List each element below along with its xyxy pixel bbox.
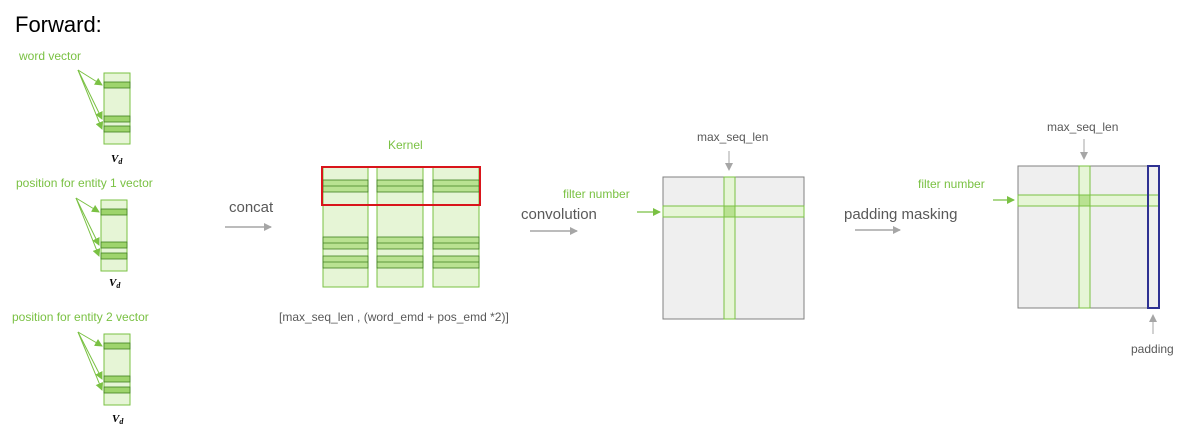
padding-column [1147, 165, 1160, 309]
diagram-title: Forward: [15, 12, 102, 37]
kernel-window [321, 166, 481, 206]
embedding-shape-label: [max_seq_len , (word_emd + pos_emd *2)] [279, 310, 509, 324]
convolution-feature-map [662, 176, 805, 320]
word-vector-group: word vector Vd [18, 49, 131, 166]
position-entity2-label: position for entity 2 vector [12, 310, 149, 324]
word-vector-symbol: Vd [111, 153, 123, 166]
conv-filter-number-label: filter number [563, 187, 630, 201]
position-entity1-vector-group: position for entity 1 vector Vd [16, 176, 153, 290]
embedding-column-word [322, 166, 369, 288]
embedding-column-pos2 [432, 166, 480, 288]
position-entity1-arrows [75, 197, 101, 257]
concat-label: concat [229, 199, 274, 216]
position-entity2-bar [103, 333, 131, 406]
convolution-label: convolution [521, 206, 597, 223]
position-entity2-vector-group: position for entity 2 vector Vd [12, 310, 149, 426]
padding-label: padding [1131, 342, 1174, 356]
embedding-matrix: Kernel [max [279, 138, 509, 324]
mask-filter-number-label: filter number [918, 177, 985, 191]
padding-annotation: padding [1131, 314, 1174, 356]
position-entity1-bar [100, 199, 128, 272]
word-vector-label: word vector [18, 49, 81, 63]
padding-masking-step: padding masking filter number max_seq_le… [844, 120, 1118, 234]
padding-masking-label: padding masking [844, 206, 957, 223]
position-entity2-arrows [77, 331, 104, 391]
convolution-step: convolution filter number max_seq_len [521, 130, 768, 235]
concat-step: concat [225, 199, 274, 231]
position-entity2-symbol: Vd [112, 413, 124, 426]
position-entity1-label: position for entity 1 vector [16, 176, 153, 190]
mask-max-seq-len-label: max_seq_len [1047, 120, 1118, 134]
kernel-label: Kernel [388, 138, 423, 152]
position-entity1-symbol: Vd [109, 277, 121, 290]
word-vector-arrows [77, 69, 104, 130]
embedding-column-pos1 [376, 166, 424, 288]
conv-max-seq-len-label: max_seq_len [697, 130, 768, 144]
masked-feature-map [1017, 165, 1160, 309]
word-vector-bar [103, 72, 131, 145]
